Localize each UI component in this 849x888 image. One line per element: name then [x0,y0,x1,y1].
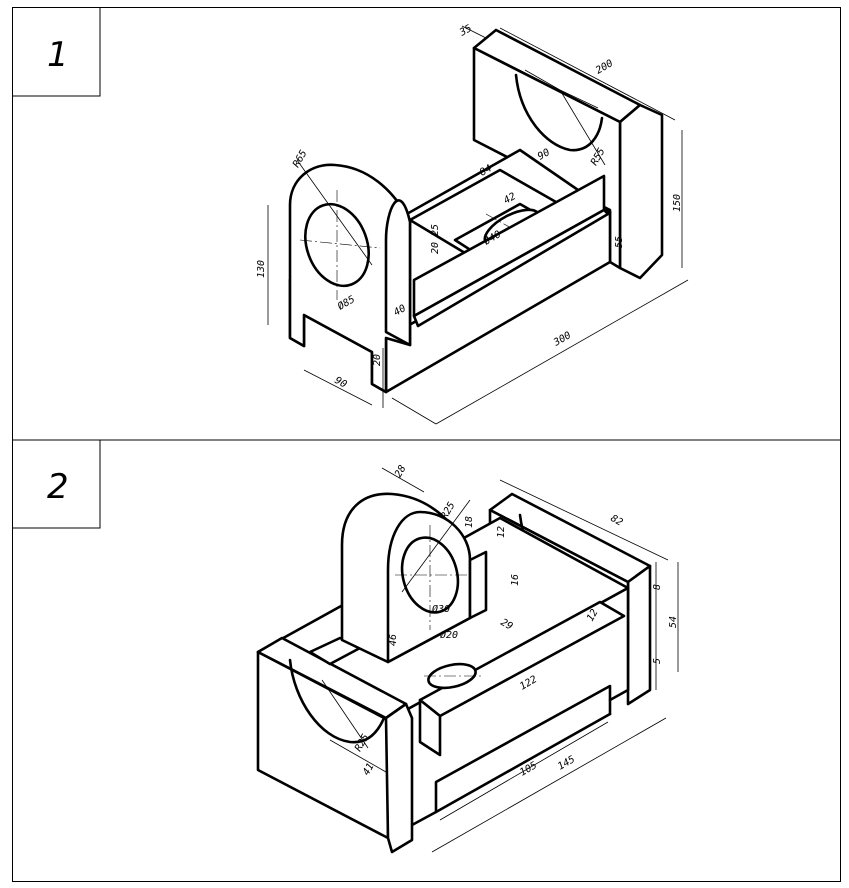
panel-1-dimension-lines [267,25,689,425]
panel-2-dim-label: 16 [510,574,521,586]
panel-1-dim-label: 84 [478,163,494,179]
panel-2: 2 [12,440,679,854]
panel-1-isometric-part: 35 200 90 84 R55 R65 150 42 25 20 Ø40 55… [256,23,689,425]
panel-1-inner-rib [412,174,610,328]
panel-2-dim-label: 29 [499,617,515,633]
panel-1-dim-label: 25 [430,224,441,236]
sheet-frame [12,7,841,882]
panel-2-dim-label: 41 [361,762,377,778]
panel-2-dimension-labels: 28 R25 18 82 12 16 8 54 Ø30 29 12 46 Ø20… [353,464,679,779]
panel-1-number: 1 [47,35,69,75]
panel-1-dim-label: 35 [457,23,474,39]
panel-2-dimension-lines [321,467,679,853]
panel-1-dim-label: 200 [594,58,615,77]
panel-2-dim-label: 12 [585,608,601,624]
panel-2-isometric-part: 28 R25 18 82 12 16 8 54 Ø30 29 12 46 Ø20… [256,464,679,854]
panel-2-dim-label: 28 [393,464,409,480]
panel-2-front-support [256,636,414,854]
panel-2-dim-label: 12 [496,526,507,538]
panel-2-dim-label: 82 [609,513,625,529]
panel-2-dim-label: 5 [652,658,663,664]
panel-2-dim-label: 8 [652,584,663,590]
panel-2-dim-label: 54 [668,616,679,628]
panel-2-dim-label: Ø20 [440,629,458,641]
panel-2-dim-label: 18 [464,516,475,528]
panel-1-dim-label: 40 [392,303,408,319]
panel-1-dim-label: 20 [430,242,441,254]
panel-1-dim-label: 90 [536,147,552,163]
panel-2-number-box: 2 [12,440,101,529]
panel-1-dim-label: 130 [256,260,267,278]
panel-2-dim-label: 46 [388,634,399,646]
panel-1-dim-label: 42 [502,191,518,207]
panel-1-number-box: 1 [12,8,101,97]
panel-2-dim-label: R25 [439,500,458,521]
panel-1-dim-label: R65 [291,148,310,169]
panel-2-channel [418,600,626,757]
panel-1-dim-label: 90 [333,375,349,391]
panel-2-dim-label: Ø30 [432,603,450,615]
panel-2-dim-label: 145 [556,754,577,773]
panel-1-dim-label: 20 [372,354,383,366]
panel-1: 1 [12,8,689,425]
panel-2-number: 2 [47,467,69,507]
panel-1-dim-label: 300 [551,330,573,349]
panel-1-dim-label: 150 [672,194,683,212]
panel-1-right-support [472,28,664,280]
panel-2-upright [340,492,488,664]
panel-1-dim-label: 55 [614,236,625,248]
panel-1-left-upright [288,163,412,394]
